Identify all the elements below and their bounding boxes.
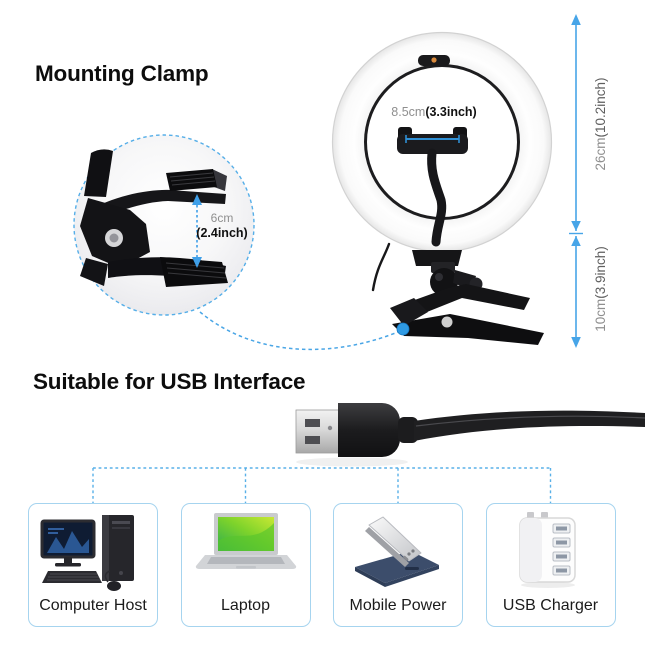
mounting-clamp-icon	[390, 284, 544, 345]
mount-height-label: 10cm(3.9inch)	[593, 231, 609, 347]
phone-holder-icon	[397, 127, 468, 266]
ring-diameter-metric: 26cm	[593, 137, 608, 171]
mount-height-metric: 10cm	[593, 298, 608, 332]
phone-width-metric: 8.5cm	[391, 105, 426, 119]
phone-width-imperial: (3.3inch)	[425, 105, 477, 119]
ring-cable-icon	[371, 242, 391, 292]
desktop-computer-icon	[29, 509, 157, 597]
device-label: USB Charger	[502, 597, 599, 614]
heading-mounting-clamp: Mounting Clamp	[35, 61, 209, 86]
clamp-gap-imperial: (2.4inch)	[196, 225, 248, 240]
device-card-laptop: Laptop	[180, 503, 311, 627]
device-label: Computer Host	[39, 597, 147, 614]
laptop-icon	[182, 509, 310, 597]
callout-target-dot	[396, 322, 410, 336]
gap-arrow-icon	[192, 194, 202, 268]
mount-height-imperial: (3.9inch)	[593, 246, 608, 299]
ring-diameter-imperial: (10.2inch)	[593, 77, 608, 138]
ring-diameter-label: 26cm(10.2inch)	[593, 66, 609, 182]
heading-usb-interface: Suitable for USB Interface	[33, 369, 306, 394]
device-label: Laptop	[221, 597, 270, 614]
device-label: Mobile Power	[349, 597, 447, 614]
gooseneck-icon	[427, 148, 447, 247]
width-measure-line	[405, 135, 460, 143]
phone-width-label: 8.5cm(3.3inch)	[384, 105, 484, 119]
clamp-zoom-illustration	[80, 149, 228, 287]
connector-tree	[92, 467, 552, 503]
device-card-computer-host: Computer Host	[28, 503, 158, 627]
height-dimension-arrow	[569, 14, 583, 348]
device-card-usb-charger: USB Charger	[485, 503, 616, 627]
usb-cable-icon	[295, 403, 645, 467]
clamp-gap-metric: 6cm	[210, 211, 234, 225]
clamp-gap-label: 6cm (2.4inch)	[190, 211, 254, 240]
usb-charger-icon	[487, 509, 615, 597]
callout-curve	[199, 311, 399, 351]
power-bank-icon	[334, 509, 462, 597]
device-card-mobile-power: Mobile Power	[333, 503, 463, 627]
